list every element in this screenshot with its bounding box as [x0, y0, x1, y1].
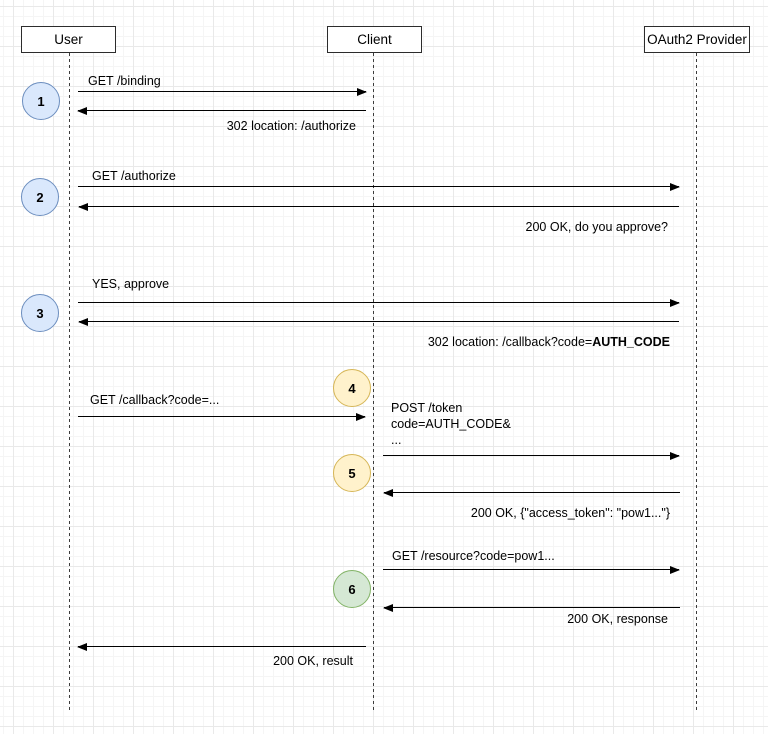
- message-arrow-302-callback: [79, 321, 679, 323]
- message-arrow-do-you-approve: [79, 206, 679, 208]
- message-arrow-302-authorize: [78, 110, 366, 112]
- message-label-302-callback-text: 302 location: /callback?code=: [427, 335, 593, 349]
- lifeline-user: [68, 53, 70, 710]
- lifeline-oauth2-provider: [695, 53, 697, 710]
- step-circle-5: 5: [333, 454, 371, 492]
- message-arrow-get-callback: [78, 416, 365, 418]
- message-label-auth-code-bold: AUTH_CODE: [592, 335, 670, 349]
- step-circle-1: 1: [22, 82, 60, 120]
- step-circle-3: 3: [21, 294, 59, 332]
- message-label-yes-approve: YES, approve: [92, 277, 170, 291]
- step-circle-2: 2: [21, 178, 59, 216]
- message-label-get-resource: GET /resource?code=pow1...: [392, 549, 555, 563]
- message-arrow-access-token: [384, 492, 680, 494]
- message-label-post-token: POST /token code=AUTH_CODE&...: [391, 400, 511, 448]
- message-label-do-you-approve: 200 OK, do you approve?: [525, 220, 668, 234]
- message-label-access-token: 200 OK, {"access_token": "pow1..."}: [470, 506, 670, 520]
- message-label-302-authorize: 302 location: /authorize: [226, 119, 356, 133]
- actor-box-client: Client: [327, 26, 422, 53]
- message-label-result: 200 OK, result: [273, 654, 353, 668]
- message-arrow-yes-approve: [78, 302, 679, 304]
- actor-box-oauth2-provider: OAuth2 Provider: [644, 26, 750, 53]
- message-arrow-resource-response: [384, 607, 680, 609]
- message-label-post-token-line1: POST /token: [391, 401, 463, 415]
- step-circle-4: 4: [333, 369, 371, 407]
- message-arrow-result: [78, 646, 366, 648]
- message-arrow-post-token: [383, 455, 679, 457]
- message-label-302-callback: 302 location: /callback?code=AUTH_CODE: [428, 335, 670, 349]
- message-label-get-callback: GET /callback?code=...: [90, 393, 220, 407]
- step-circle-6: 6: [333, 570, 371, 608]
- message-label-resource-response: 200 OK, response: [567, 612, 668, 626]
- message-label-post-token-line2: code=AUTH_CODE&: [391, 417, 511, 431]
- message-label-get-authorize: GET /authorize: [92, 169, 176, 183]
- actor-box-user: User: [21, 26, 116, 53]
- message-arrow-get-binding: [78, 91, 366, 93]
- lifeline-client: [372, 53, 374, 710]
- message-label-get-binding: GET /binding: [88, 74, 161, 88]
- message-label-post-token-line3: ...: [391, 433, 402, 447]
- message-arrow-get-authorize: [78, 186, 679, 188]
- message-arrow-get-resource: [383, 569, 679, 571]
